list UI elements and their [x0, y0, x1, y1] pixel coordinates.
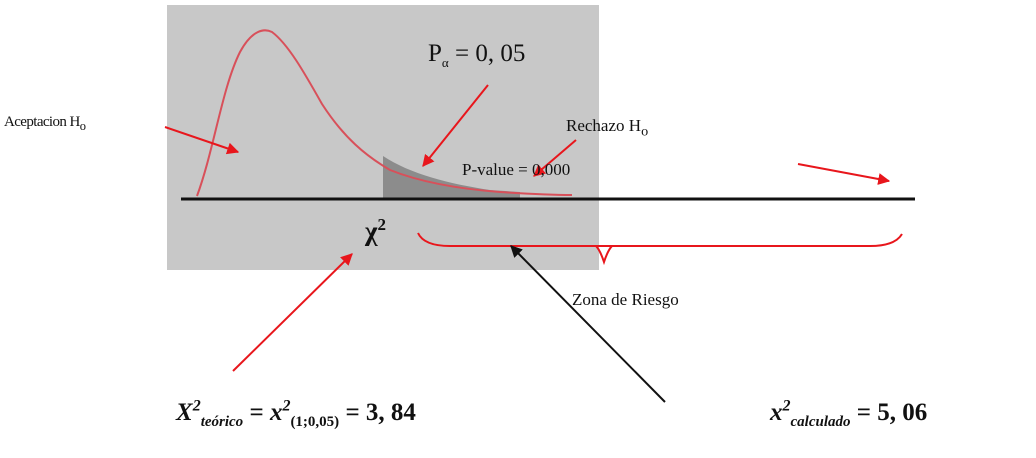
rejection-tail-area	[383, 156, 520, 199]
formula-teorico: X2teórico = x2(1;0,05) = 3, 84	[176, 397, 416, 430]
label-rechazo: Rechazo Ho	[566, 116, 649, 140]
formula-calculado: x2calculado = 5, 06	[770, 397, 928, 430]
arrow-aceptacion	[164, 126, 240, 155]
zona-riesgo-brace	[417, 232, 903, 247]
label-zona-riesgo: Zona de Riesgo	[572, 290, 679, 309]
label-p-value: P-value = 0,000	[462, 160, 571, 179]
arrow-p-value	[533, 139, 577, 177]
brace-tip	[595, 245, 613, 266]
grey-panel	[167, 5, 599, 270]
chi-square-curve	[196, 29, 573, 197]
label-aceptacion: Aceptacion Ho	[4, 114, 86, 133]
arrow-calculado	[510, 245, 666, 403]
arrow-teorico	[232, 253, 353, 372]
label-p-alpha: Pα = 0, 05	[428, 40, 526, 70]
arrow-p-alpha	[422, 84, 489, 167]
label-chi-square: χ2	[365, 215, 386, 246]
arrow-right	[797, 163, 891, 185]
